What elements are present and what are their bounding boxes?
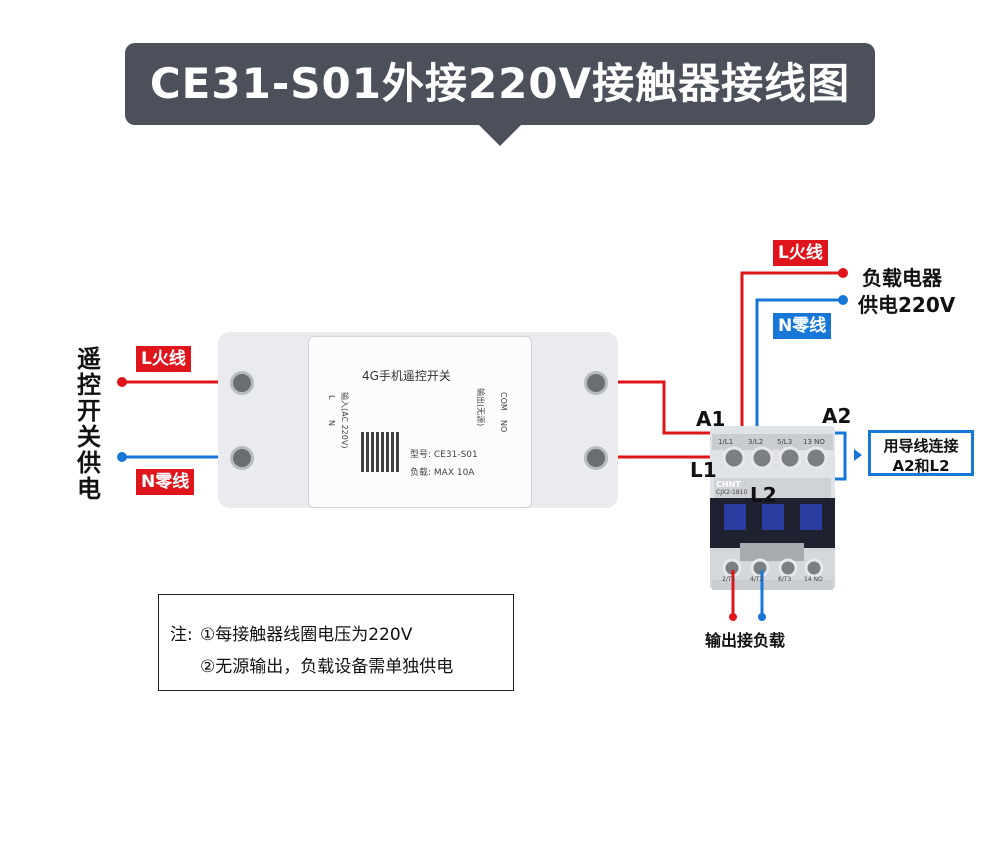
right-live-tag: L火线	[773, 240, 828, 266]
vertical-char: 电	[77, 475, 101, 503]
terminal-3	[750, 446, 774, 470]
output-com-screw-terminal	[584, 371, 608, 395]
switch-device-panel	[308, 336, 532, 508]
left-live-tag: L火线	[136, 346, 191, 372]
notes-line2: ②无源输出，负载设备需单独供电	[200, 657, 454, 677]
notes-box	[158, 594, 514, 691]
device-out-no: NO	[499, 420, 508, 433]
notes-line1: ①每接触器线圈电压为220V	[200, 625, 413, 645]
output-load-live-end	[729, 613, 737, 621]
contactor-bottom-strip	[712, 580, 833, 590]
title-banner	[125, 43, 875, 125]
vertical-char: 关	[77, 423, 101, 451]
contactor-terminal-1-label: 1/L1	[718, 438, 734, 446]
left-live-wire-end	[117, 377, 127, 387]
input-l-screw-terminal	[230, 371, 254, 395]
contactor-top-strip	[712, 434, 833, 450]
vertical-char: 遥	[77, 345, 101, 373]
l2-label: L2	[750, 483, 777, 507]
title-pointer	[478, 124, 522, 146]
contactor-terminal-4-label: 4/T2	[750, 576, 764, 583]
terminal-1	[722, 446, 746, 470]
terminal-13	[804, 446, 828, 470]
supply-neutral-wire-end	[838, 295, 848, 305]
contactor-terminal-13-label: 13 NO	[803, 438, 825, 446]
l1-label: L1	[690, 458, 717, 482]
qr-code	[361, 432, 401, 472]
input-n-screw-terminal	[230, 446, 254, 470]
contactor-terminal-3-label: 3/L2	[748, 438, 764, 446]
device-load: 负载: MAX 10A	[410, 468, 475, 478]
right-neutral-tag: N零线	[773, 313, 832, 339]
contactor-blue-block-3	[800, 504, 822, 530]
contactor-terminal-2-label: 2/T1	[722, 576, 736, 583]
arrow-to-note	[854, 449, 862, 461]
output-no-screw-terminal	[584, 446, 608, 470]
left-neutral-wire-end	[117, 452, 127, 462]
a2-label: A2	[822, 404, 852, 428]
device-out-com: COM	[499, 392, 508, 411]
device-input-l: L	[327, 395, 336, 400]
a2-l2-note-box: 用导线连接 A2和L2	[868, 430, 974, 476]
contactor-terminal-5-label: 5/L3	[777, 438, 793, 446]
remote-switch-supply-label: 遥 控 开 关 供 电	[76, 346, 102, 502]
a1-label: A1	[696, 407, 726, 431]
terminal-6	[778, 558, 798, 578]
terminal-4	[750, 558, 770, 578]
page-title: CE31-S01外接220V接触器接线图	[149, 59, 851, 108]
contactor-blue-block-1	[724, 504, 746, 530]
vertical-char: 供	[77, 449, 101, 477]
vertical-char: 开	[77, 397, 101, 425]
device-output-label: 输出(无源)	[476, 388, 485, 427]
contactor-blue-block-2	[762, 504, 784, 530]
supply-live-wire	[740, 271, 843, 455]
terminal-14	[804, 558, 824, 578]
output-load-label: 输出接负载	[705, 631, 786, 650]
a2-l2-note-line2: A2和L2	[892, 457, 950, 475]
notes-prefix: 注:	[170, 625, 193, 645]
device-model: 型号: CE31-S01	[410, 450, 478, 460]
device-input-n: N	[327, 420, 336, 426]
contactor-brand: CHNT	[716, 480, 741, 489]
terminal-5	[778, 446, 802, 470]
contactor-label-plate	[714, 478, 831, 500]
contactor-bottom-slot	[740, 543, 804, 561]
a2-l2-note-line1: 用导线连接	[883, 437, 959, 455]
vertical-char: 控	[77, 371, 101, 399]
device-name: 4G手机遥控开关	[362, 369, 451, 383]
load-supply-line1: 负载电器	[862, 266, 942, 290]
output-com-wire	[600, 380, 736, 435]
contactor	[710, 426, 835, 590]
left-neutral-tag: N零线	[136, 469, 195, 495]
contactor-model: CJX2-1810	[716, 489, 748, 496]
output-load-neutral-end	[758, 613, 766, 621]
contactor-terminal-14-label: 14 NO	[804, 576, 823, 583]
contactor-terminal-6-label: 6/T3	[778, 576, 792, 583]
supply-live-wire-end	[838, 268, 848, 278]
device-input-label: 输入(AC 220V)	[340, 392, 349, 449]
load-supply-line2: 供电220V	[858, 293, 956, 317]
supply-neutral-wire	[755, 298, 843, 455]
